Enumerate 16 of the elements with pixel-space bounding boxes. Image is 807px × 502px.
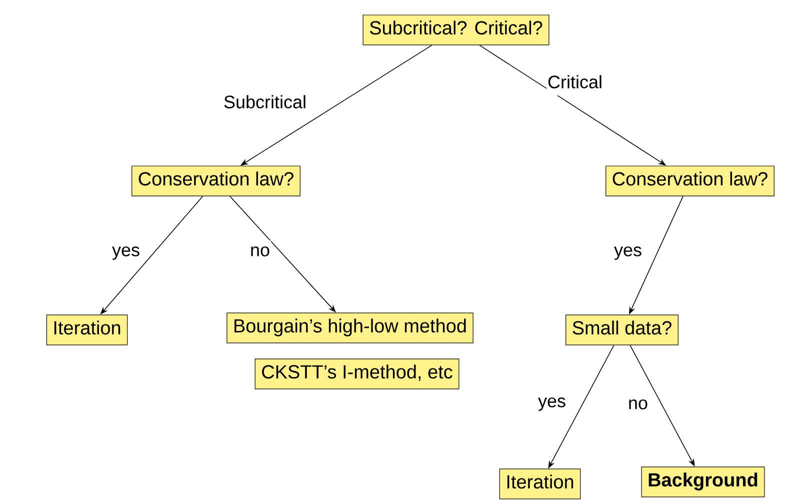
decision-box: Bourgain’s high-low method xyxy=(226,312,474,344)
decision-box: Subcritical? Critical? xyxy=(362,14,550,46)
edge-label: yes xyxy=(613,240,643,264)
edge-label: no xyxy=(627,393,649,416)
decision-box: Conservation law? xyxy=(132,166,300,196)
edge-label: yes xyxy=(537,391,567,414)
edge-label: no xyxy=(249,240,272,264)
edge-label: Critical xyxy=(546,72,604,96)
decision-box: CKSTT’s I-method, etc xyxy=(254,358,460,390)
decision-box: Iteration xyxy=(499,468,581,500)
edge-label: Subcritical xyxy=(222,92,308,116)
edge-label: yes xyxy=(111,240,141,264)
decision-box: Conservation law? xyxy=(606,166,774,196)
decision-box: Iteration xyxy=(46,314,128,346)
decision-box: Small data? xyxy=(566,314,678,346)
decision-box: Background xyxy=(641,466,765,498)
